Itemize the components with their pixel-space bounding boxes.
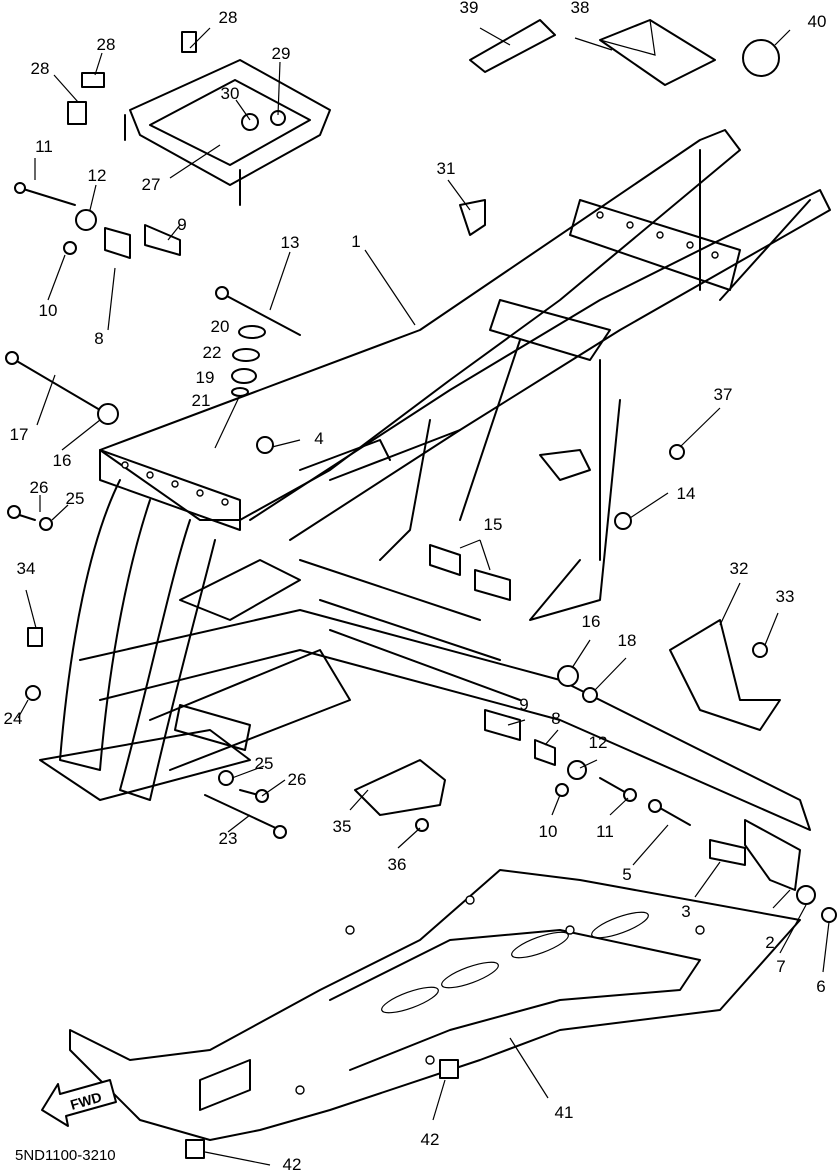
- callout-label: 14: [677, 484, 696, 503]
- callout-label: 31: [437, 159, 456, 178]
- callout-label: 22: [203, 343, 222, 362]
- fwd-arrow-icon: [41, 1079, 117, 1127]
- callout-label: 29: [272, 44, 291, 63]
- callout-label: 7: [776, 957, 785, 976]
- front-mount-hardware: [7, 505, 287, 839]
- callout-label: 10: [539, 822, 558, 841]
- seat-bracket: [67, 31, 331, 206]
- callout-label: 1: [351, 232, 360, 251]
- frame-illustration: [5, 19, 837, 1159]
- callout-label: 33: [776, 587, 795, 606]
- callout-label: 16: [582, 612, 601, 631]
- callout-label: 28: [219, 8, 238, 27]
- callout-label: 8: [551, 709, 560, 728]
- callout-label: 38: [571, 0, 590, 17]
- callout-label: 30: [221, 84, 240, 103]
- callout-label: 11: [596, 822, 614, 841]
- leader-lines: [17, 27, 830, 1166]
- callout-label: 2: [765, 933, 774, 952]
- callout-label: 20: [211, 317, 230, 336]
- callout-label: 4: [314, 429, 323, 448]
- callout-label: 12: [589, 733, 608, 752]
- callout-label: 25: [66, 489, 85, 508]
- callout-label: 21: [192, 391, 211, 410]
- callout-label: 5: [622, 865, 631, 884]
- callout-label: 19: [196, 368, 215, 387]
- callout-label: 36: [388, 855, 407, 874]
- callout-label: 12: [88, 166, 107, 185]
- callout-label: 16: [53, 451, 72, 470]
- callout-label: 23: [219, 829, 238, 848]
- callout-label: 3: [681, 902, 690, 921]
- callout-label: 32: [730, 559, 749, 578]
- callout-label: 9: [177, 215, 186, 234]
- diagram-code: 5ND1100-3210: [15, 1147, 116, 1164]
- callout-label: 37: [714, 385, 733, 404]
- callout-label: 9: [519, 695, 528, 714]
- main-frame: [39, 129, 831, 831]
- callout-label: 35: [333, 817, 352, 836]
- callout-label: 18: [618, 631, 637, 650]
- callout-label: 24: [4, 709, 23, 728]
- callout-label: 40: [808, 12, 827, 31]
- callout-label: 10: [39, 301, 58, 320]
- right-mount-hardware: [354, 199, 837, 923]
- callout-label: 26: [288, 770, 307, 789]
- callout-label: 11: [35, 137, 53, 156]
- callout-label: 28: [31, 59, 50, 78]
- callout-label: 41: [555, 1103, 574, 1122]
- callout-labels: 1 2 3 4 5 6 7 8 8 9 9 10 10 11 11 12 12 …: [4, 0, 827, 1172]
- upper-mount-hardware: [5, 182, 301, 454]
- callout-label: 6: [816, 977, 825, 996]
- callout-label: 8: [94, 329, 103, 348]
- skid-plate: [69, 869, 801, 1159]
- callout-label: 27: [142, 175, 161, 194]
- callout-label: 28: [97, 35, 116, 54]
- callout-label: 42: [421, 1130, 440, 1149]
- accessory-parts: [469, 19, 780, 86]
- callout-label: 34: [17, 559, 36, 578]
- callout-label: 26: [30, 478, 49, 497]
- callout-label: 17: [10, 425, 29, 444]
- callout-label: 42: [283, 1155, 302, 1172]
- callout-label: 15: [484, 515, 503, 534]
- callout-label: 13: [281, 233, 300, 252]
- callout-label: 25: [255, 754, 274, 773]
- callout-label: 39: [460, 0, 479, 17]
